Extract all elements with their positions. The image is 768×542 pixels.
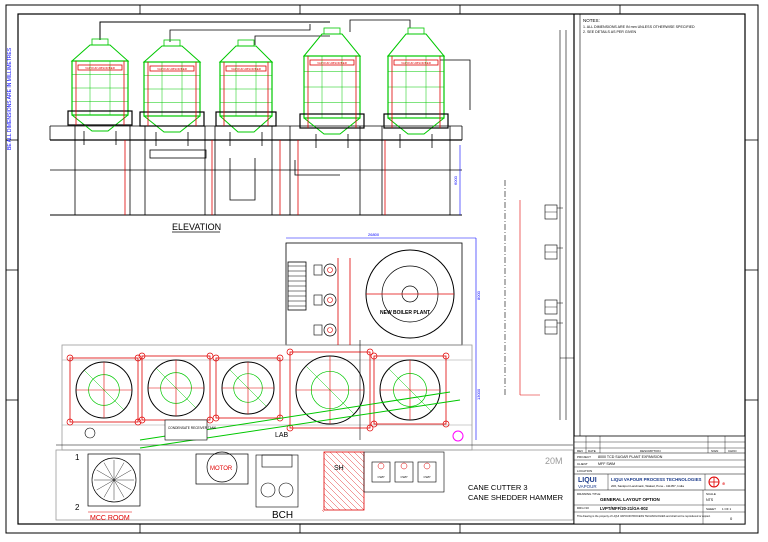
drawing-no-label: DRG NO bbox=[577, 506, 590, 510]
sign-header: SIGN bbox=[711, 449, 718, 453]
small-unit-label: CWP bbox=[424, 475, 431, 479]
revision-value: 0 bbox=[730, 516, 733, 521]
pump-unit bbox=[313, 293, 337, 307]
rev-header: REV bbox=[577, 449, 583, 453]
logo-top: LIQUI bbox=[578, 477, 597, 484]
small-unit: CWP bbox=[417, 461, 437, 483]
side-equipment bbox=[544, 244, 563, 260]
number-2-label: 2 bbox=[75, 503, 80, 512]
sheet-label: SHEET bbox=[706, 507, 716, 511]
bch-label: BCH bbox=[272, 510, 293, 521]
drawing-title-label: DRAWING TITLE bbox=[577, 492, 600, 496]
company-name: LIQUI VAPOUR PROCESS TECHNOLOGIES bbox=[611, 477, 701, 482]
cane-shredder-label: CANE SHEDDER HAMMER bbox=[468, 493, 564, 502]
plan-width-dim: 26800 bbox=[368, 232, 380, 237]
notes-heading: NOTES: bbox=[583, 18, 600, 23]
project-label: PROJECT bbox=[577, 455, 591, 459]
sheet-outer-border bbox=[5, 4, 759, 534]
mill-unit bbox=[138, 352, 214, 424]
vapour-absorber-tank: VAPOUR ABSORBER bbox=[67, 38, 133, 145]
client-value: MFF SWM bbox=[598, 462, 615, 466]
plan-height-dim: 8000 bbox=[476, 290, 481, 300]
lab-label: LAB bbox=[275, 432, 289, 439]
elevation-height-dim: 6000 bbox=[453, 175, 458, 185]
pump-unit bbox=[313, 323, 337, 337]
mcc-room-label: MCC ROOM bbox=[90, 515, 130, 522]
mill-unit bbox=[370, 352, 450, 428]
tank-label: VAPOUR ABSORBER bbox=[85, 66, 116, 70]
vapour-absorber-tank: VAPOUR ABSORBER bbox=[299, 27, 365, 148]
mill-unit bbox=[212, 354, 284, 422]
elevation-title: ELEVATION bbox=[172, 222, 221, 232]
date-header: DATE bbox=[588, 449, 596, 453]
company-address: 206, Sankpuri Landmark, Wakad, Pune - 41… bbox=[611, 484, 684, 488]
elevation-view: VAPOUR ABSORBER VAPOUR ABSORBER VAPOUR ABS… bbox=[49, 19, 471, 233]
title-block: REV DATE DESCRIPTION SIGN CHKD PROJECT 8… bbox=[573, 435, 746, 525]
notes-line-1: 1. ALL DIMENSIONS ARE IN mm UNLESS OTHER… bbox=[583, 25, 695, 29]
checked-header: CHKD bbox=[728, 449, 737, 453]
zone-ticks bbox=[6, 5, 758, 533]
panel-note: CONDENSATE RECEIVER TANK bbox=[168, 426, 217, 430]
pump-unit bbox=[313, 263, 337, 277]
side-equipment bbox=[544, 299, 563, 315]
tank-label: VAPOUR ABSORBER bbox=[231, 67, 262, 71]
drawing-number: LVPT/MFF/20-21/GA-002 bbox=[600, 506, 649, 511]
small-unit: CWP bbox=[371, 461, 391, 483]
drawing-title: GENERAL LAYOUT OPTION bbox=[600, 497, 660, 502]
number-1-label: 1 bbox=[75, 453, 80, 462]
scale-value: NTS bbox=[706, 498, 714, 502]
notes-block: NOTES: 1. ALL DIMENSIONS ARE IN mm UNLES… bbox=[583, 18, 695, 34]
description-header: DESCRIPTION bbox=[640, 449, 661, 453]
plan-view: 26800 8000 13000 NEW BOILER PLANT CONDEN… bbox=[55, 232, 574, 522]
vapour-absorber-tank: VAPOUR ABSORBER bbox=[383, 27, 449, 148]
project-value: 8000 TCD SUGAR PLANT EXPANSION bbox=[598, 455, 663, 459]
mill-unit bbox=[66, 354, 142, 426]
small-unit-label: CWP bbox=[401, 475, 408, 479]
sheet-value: 1 OF 1 bbox=[722, 507, 732, 511]
vapour-absorber-tank: VAPOUR ABSORBER bbox=[215, 39, 277, 146]
room-20m-label: 20M bbox=[545, 456, 563, 466]
tank-label: VAPOUR ABSORBER bbox=[157, 67, 188, 71]
plan-height-lower-dim: 13000 bbox=[476, 388, 481, 400]
small-unit-label: CWP bbox=[378, 475, 385, 479]
side-note: BE ALL DIMENSIONS ARE IN MILLIMETRES bbox=[7, 47, 13, 150]
small-unit: CWP bbox=[394, 461, 414, 483]
vapour-absorber-tank: VAPOUR ABSORBER bbox=[139, 39, 205, 146]
side-equipment bbox=[544, 319, 563, 335]
side-equipment bbox=[544, 204, 563, 220]
svg-text:⊕: ⊕ bbox=[722, 481, 725, 486]
notes-line-2: 2. SEE DETAILS AS PER GIVEN bbox=[583, 30, 636, 34]
scale-label: SCALE bbox=[706, 492, 716, 496]
cane-cutter-label: CANE CUTTER 3 bbox=[468, 483, 528, 492]
tank-label: VAPOUR ABSORBER bbox=[401, 61, 432, 65]
tank-label: VAPOUR ABSORBER bbox=[317, 61, 348, 65]
logo-bottom: VAPOUR bbox=[578, 484, 597, 489]
sh-label: SH bbox=[334, 465, 344, 472]
boiler-label: NEW BOILER PLANT bbox=[380, 310, 430, 316]
side-section-view bbox=[504, 30, 574, 420]
motor-label: MOTOR bbox=[210, 466, 233, 472]
client-label: CLIENT bbox=[577, 462, 588, 466]
sheet-inner-border bbox=[17, 13, 746, 525]
location-label: LOCATION bbox=[577, 469, 592, 473]
disclaimer: This drawing is the property of LIQUI VA… bbox=[577, 514, 711, 518]
